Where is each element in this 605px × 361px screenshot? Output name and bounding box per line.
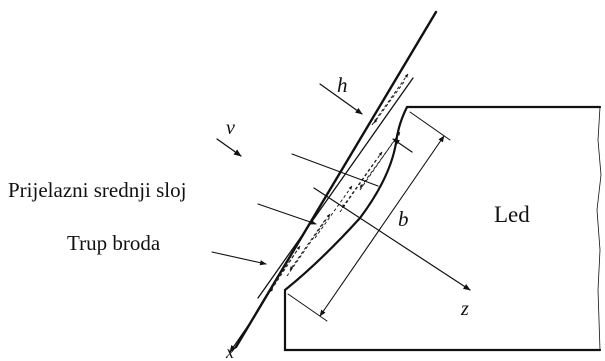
ice-block-outline	[283, 105, 602, 352]
hull-label: Trup broda	[67, 231, 161, 255]
x-axis-arrow	[229, 319, 253, 353]
z-axis-arrow	[313, 187, 471, 291]
velocity-arrow	[216, 138, 242, 157]
velocity-label: v	[226, 117, 235, 139]
width-label: b	[398, 207, 409, 231]
thickness-label: h	[337, 73, 348, 97]
hull-line	[234, 10, 438, 349]
thickness-leader-top	[319, 83, 363, 115]
layer-outer-boundary	[257, 77, 414, 299]
width-dimension-line	[319, 135, 445, 317]
ice-label: Led	[494, 202, 530, 227]
hull-leader	[211, 251, 267, 266]
layer-leader	[257, 203, 317, 225]
z-axis-label: z	[460, 298, 469, 320]
x-axis-label: x	[225, 342, 234, 361]
layer-label: Prijelazni srednji sloj	[8, 178, 186, 202]
ice-right-edge	[596, 106, 602, 351]
width-ext-top	[409, 111, 451, 141]
width-ext-bottom	[287, 293, 328, 322]
